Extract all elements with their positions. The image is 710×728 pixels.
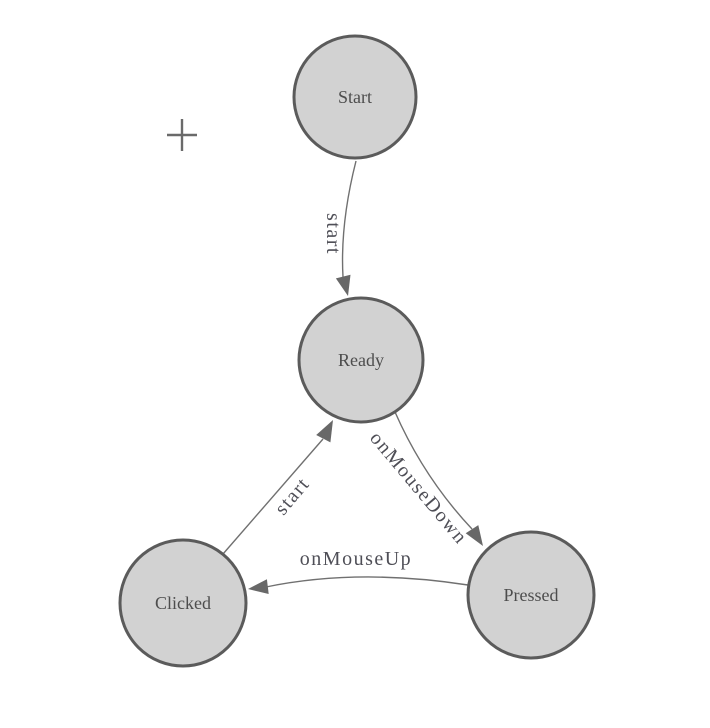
node-pressed-label: Pressed: [504, 585, 559, 605]
node-pressed-circle[interactable]: [466, 530, 596, 660]
edge-line[interactable]: [265, 576, 469, 588]
node-start[interactable]: Start: [292, 34, 418, 160]
arrowhead-icon: [248, 579, 269, 594]
node-ready-label: Ready: [338, 350, 384, 370]
arrowhead-icon: [465, 525, 483, 546]
edge-label-start-2: start: [270, 473, 314, 519]
node-clicked-circle[interactable]: [118, 538, 248, 668]
node-clicked-label: Clicked: [155, 593, 211, 613]
edge-pressed-to-clicked[interactable]: onMouseUp: [248, 548, 469, 594]
node-start-circle[interactable]: [292, 34, 418, 160]
node-ready-circle[interactable]: [297, 296, 425, 424]
node-clicked[interactable]: Clicked: [118, 538, 248, 668]
edge-label-onmousedown: onMouseDown: [365, 428, 472, 549]
edge-label-start-1: start: [322, 213, 344, 255]
edge-start-to-ready[interactable]: start: [322, 160, 357, 296]
arrowhead-icon: [335, 274, 351, 296]
arrowhead-icon: [316, 420, 333, 443]
edge-line[interactable]: [341, 160, 357, 278]
edge-line[interactable]: [222, 438, 324, 555]
plus-crosshair-icon: [167, 119, 197, 151]
edge-line[interactable]: [394, 411, 473, 530]
node-ready[interactable]: Ready: [297, 296, 425, 424]
node-pressed[interactable]: Pressed: [466, 530, 596, 660]
edge-ready-to-pressed[interactable]: onMouseDown: [365, 411, 483, 549]
edge-label-onmouseup: onMouseUp: [300, 548, 412, 570]
node-start-label: Start: [338, 87, 372, 107]
edge-clicked-to-ready[interactable]: start: [222, 420, 333, 555]
